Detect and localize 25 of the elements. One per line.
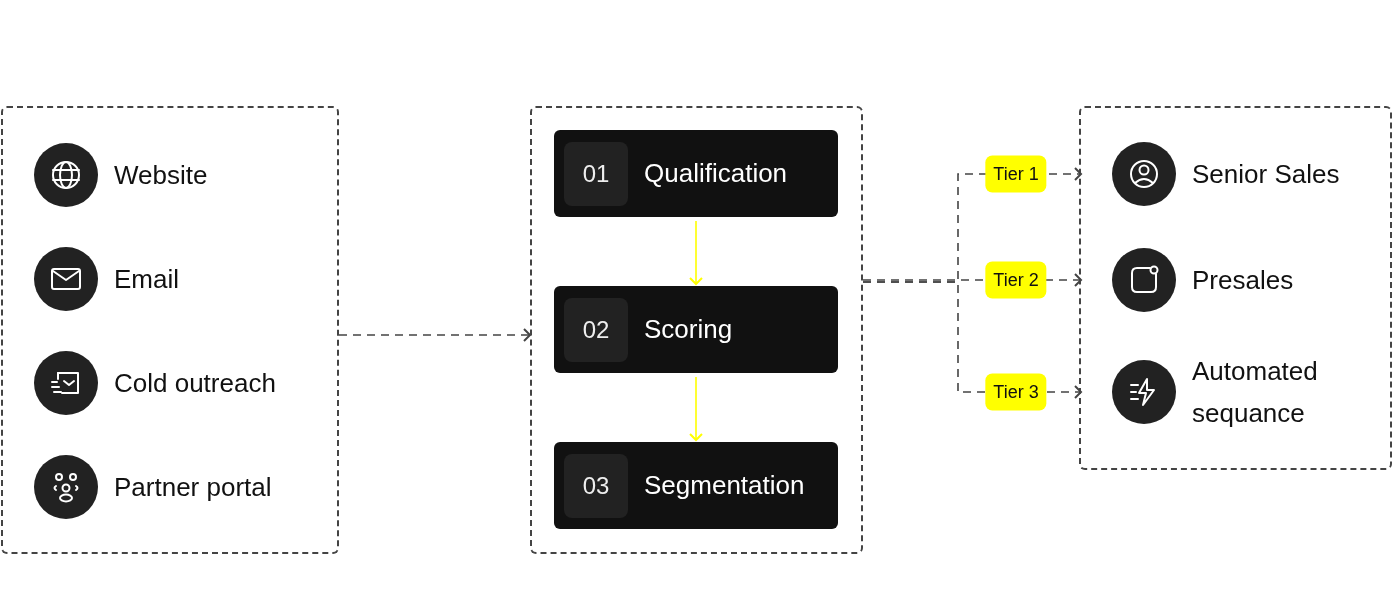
- step-number: 01: [564, 142, 628, 206]
- item-label: Email: [114, 263, 180, 296]
- edge-label: Tier 3: [985, 373, 1047, 411]
- step-number: 03: [564, 454, 628, 518]
- edge-label: Tier 2: [985, 261, 1047, 299]
- step-label: Qualification: [644, 157, 788, 190]
- item-label: Senior Sales: [1192, 158, 1341, 191]
- item-label: Automated sequance: [1192, 355, 1319, 430]
- item-label: Presales: [1192, 264, 1295, 297]
- dashed-group-frame: [1079, 106, 1392, 470]
- step-box: [554, 130, 838, 217]
- step-box: [554, 286, 838, 373]
- item-label: Website: [114, 159, 209, 192]
- step-box: [554, 442, 838, 529]
- edge-label: Tier 1: [985, 155, 1047, 193]
- step-number: 02: [564, 298, 628, 362]
- arrow: [689, 376, 703, 441]
- dashed-group-frame: [530, 106, 863, 554]
- item-label: Cold outreach: [114, 367, 277, 400]
- item-label: Partner portal: [114, 471, 273, 504]
- step-label: Scoring: [644, 313, 733, 346]
- step-label: Segmentation: [644, 469, 805, 502]
- arrow: [689, 220, 703, 285]
- dashed-group-frame: [1, 106, 339, 554]
- arrow: [338, 328, 531, 342]
